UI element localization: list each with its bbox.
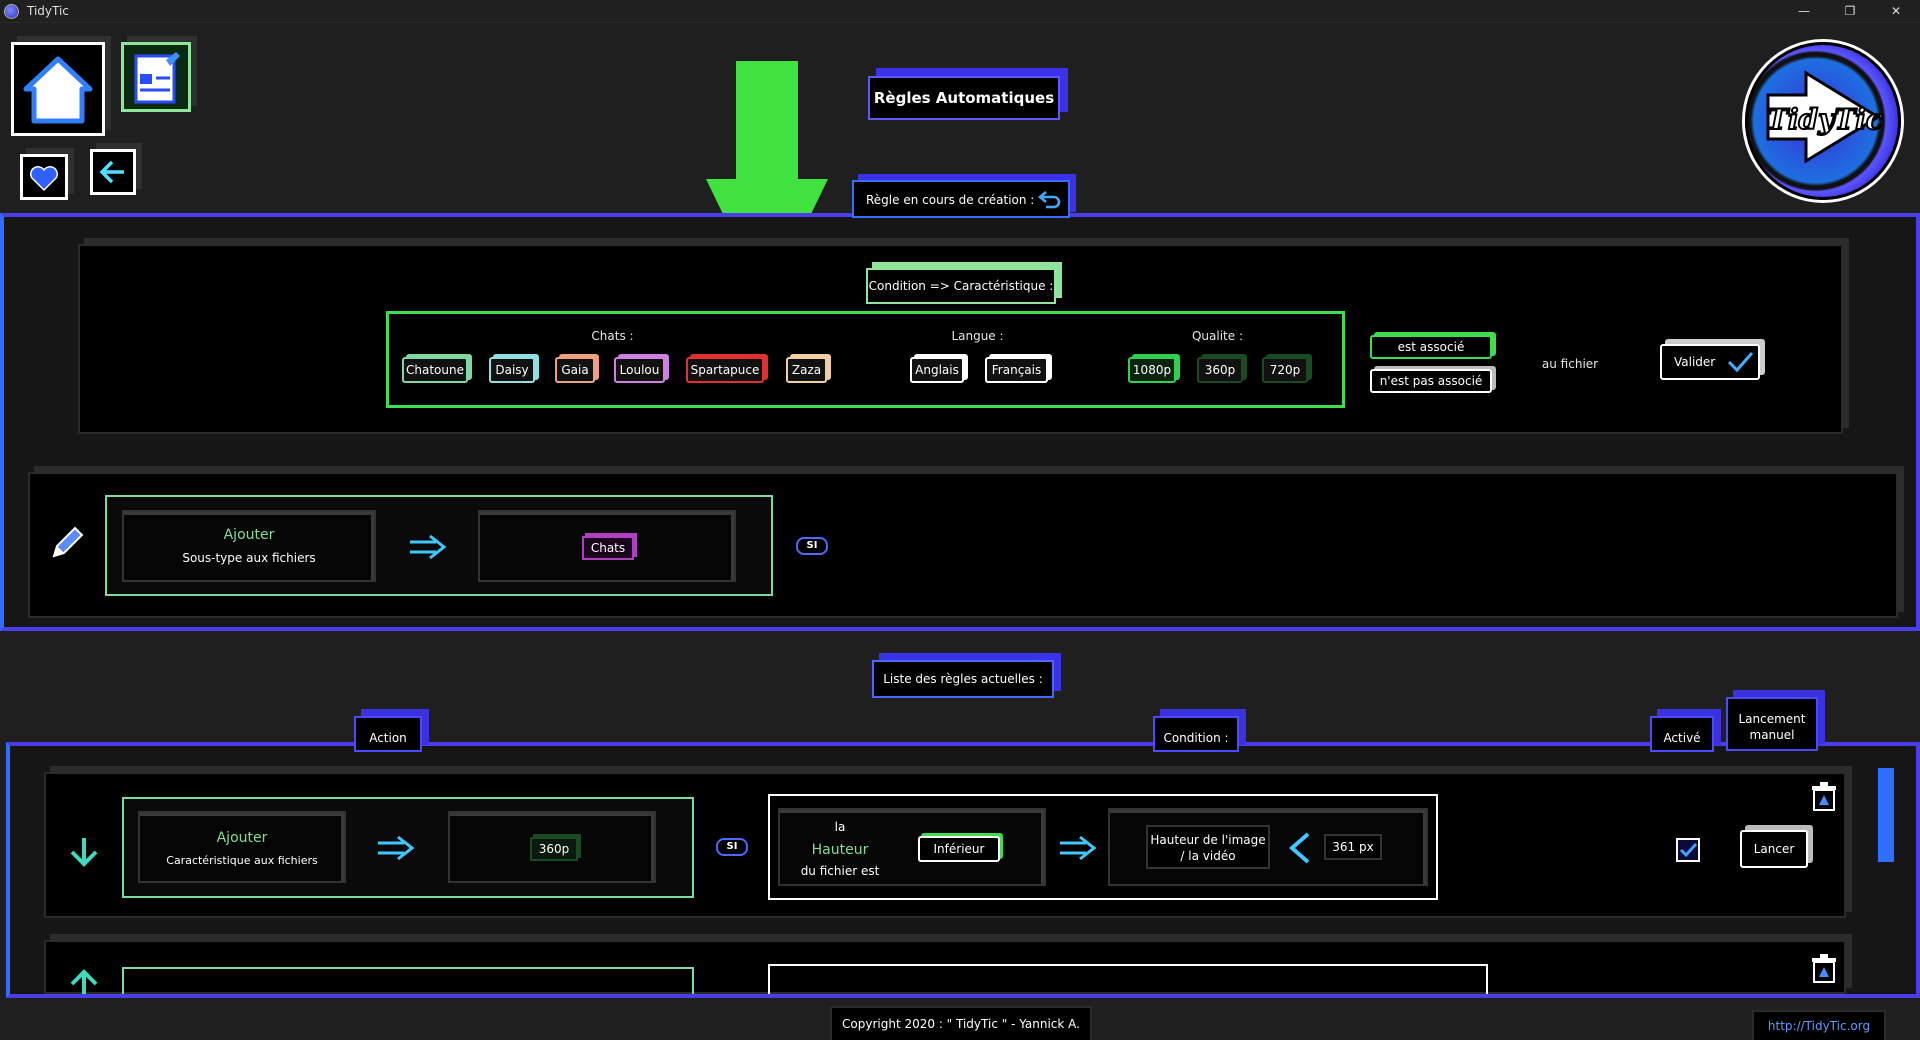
favorites-button[interactable] — [20, 154, 68, 200]
arrow-right-icon — [410, 534, 447, 560]
valider-button[interactable]: Valider — [1660, 344, 1760, 380]
restore-button[interactable]: ❐ — [1844, 4, 1856, 18]
target-chip: Chats — [582, 536, 634, 560]
rule-si-badge: SI — [716, 838, 748, 856]
rule-action — [122, 967, 694, 994]
comparator-button[interactable]: Inférieur — [918, 836, 1000, 862]
copyright-label: Copyright 2020 : " TidyTic " - Yannick A… — [830, 1006, 1092, 1040]
header-condition: Condition : — [1153, 716, 1239, 752]
move-up-icon[interactable] — [66, 968, 102, 994]
website-link[interactable]: http://TidyTic.org — [1752, 1010, 1886, 1040]
header-action: Action — [354, 716, 422, 752]
cond-la: la — [834, 820, 846, 834]
arrow-right-icon — [1060, 835, 1097, 861]
window-titlebar: TidyTic — ❐ ✕ — [0, 0, 1920, 23]
logo-text: TidyTic — [1766, 102, 1884, 137]
header-manual: Lancement manuel — [1726, 697, 1818, 751]
rule-action-type[interactable]: Ajouter Caractéristique aux fichiers — [138, 811, 346, 883]
rule-value-chip: 360p — [530, 837, 578, 861]
edit-rules-button[interactable] — [121, 42, 191, 112]
move-down-icon[interactable] — [66, 834, 102, 870]
chip-spartapuce[interactable]: Spartapuce — [686, 357, 764, 383]
creation-section-label: Règle en cours de création : — [852, 180, 1070, 218]
chip-daisy[interactable]: Daisy — [489, 357, 535, 383]
chip-gaia[interactable]: Gaia — [555, 357, 595, 383]
arrow-right-icon — [378, 835, 415, 861]
rule-action-value[interactable]: 360p — [448, 811, 656, 883]
document-edit-icon — [134, 52, 180, 104]
scrollbar-thumb[interactable] — [1878, 768, 1894, 862]
condition-label: Condition => Caractéristique : — [866, 268, 1056, 304]
au-fichier-label: au fichier — [1541, 357, 1599, 371]
chip-loulou[interactable]: Loulou — [614, 357, 665, 383]
cond-sub: du fichier est — [800, 864, 880, 878]
active-checkbox-icon[interactable] — [1676, 838, 1700, 862]
rule-condition — [768, 964, 1488, 994]
arrow-down-indicator-icon — [706, 61, 828, 305]
arrow-left-icon — [99, 160, 124, 184]
creation-section-label-text: Règle en cours de création : — [866, 193, 1035, 207]
group-title-chats: Chats : — [591, 329, 634, 343]
checkmark-icon — [1727, 352, 1754, 373]
rule-condition-right[interactable]: Hauteur de l'image / la vidéo 361 px — [1108, 808, 1428, 886]
launch-button[interactable]: Lancer — [1740, 830, 1808, 868]
close-button[interactable]: ✕ — [1890, 4, 1902, 18]
action-word: Ajouter — [223, 527, 275, 543]
trash-icon[interactable] — [1810, 953, 1838, 985]
chip-francais[interactable]: Français — [985, 357, 1048, 383]
group-title-langue: Langue : — [951, 329, 1004, 343]
est-associe-button[interactable]: est associé — [1370, 335, 1492, 359]
home-button[interactable] — [11, 42, 105, 136]
page-title: Règles Automatiques — [868, 76, 1060, 120]
cond-target: Hauteur de l'image / la vidéo — [1146, 825, 1270, 869]
heart-icon — [30, 166, 58, 192]
rules-list-label: Liste des règles actuelles : — [872, 660, 1054, 698]
trash-icon[interactable] — [1810, 781, 1838, 813]
back-button[interactable] — [90, 149, 136, 195]
chip-360p[interactable]: 360p — [1197, 357, 1243, 383]
valider-label: Valider — [1674, 355, 1716, 369]
si-badge: SI — [796, 537, 828, 555]
rule-action-sub: Caractéristique aux fichiers — [166, 854, 318, 867]
action-target-box[interactable]: Chats — [478, 510, 736, 582]
minimize-button[interactable]: — — [1798, 4, 1810, 18]
chip-720p[interactable]: 720p — [1262, 357, 1308, 383]
chip-anglais[interactable]: Anglais — [910, 357, 964, 383]
nest-pas-associe-button[interactable]: n'est pas associé — [1370, 369, 1492, 393]
app-icon — [4, 4, 19, 19]
undo-icon[interactable] — [1038, 189, 1062, 211]
action-type-box[interactable]: Ajouter Sous-type aux fichiers — [122, 510, 376, 582]
chip-zaza[interactable]: Zaza — [786, 357, 827, 383]
cond-value: 361 px — [1324, 834, 1382, 860]
less-than-icon — [1288, 832, 1310, 864]
characteristics-selector — [386, 311, 1345, 408]
rule-condition-left[interactable]: la Hauteur du fichier est Inférieur — [778, 808, 1046, 886]
chip-chatoune[interactable]: Chatoune — [402, 357, 468, 383]
window-title: TidyTic — [27, 4, 69, 18]
tidytic-logo: TidyTic — [1745, 42, 1901, 200]
pencil-icon[interactable] — [48, 524, 86, 562]
action-sub: Sous-type aux fichiers — [182, 551, 316, 565]
group-title-qualite: Qualite : — [1191, 329, 1244, 343]
chip-1080p[interactable]: 1080p — [1128, 357, 1176, 383]
cond-word: Hauteur — [811, 842, 869, 858]
header-active: Activé — [1650, 716, 1714, 752]
logo-arrow-icon — [1766, 70, 1881, 164]
rule-action-word: Ajouter — [216, 830, 268, 846]
home-icon — [23, 56, 93, 124]
